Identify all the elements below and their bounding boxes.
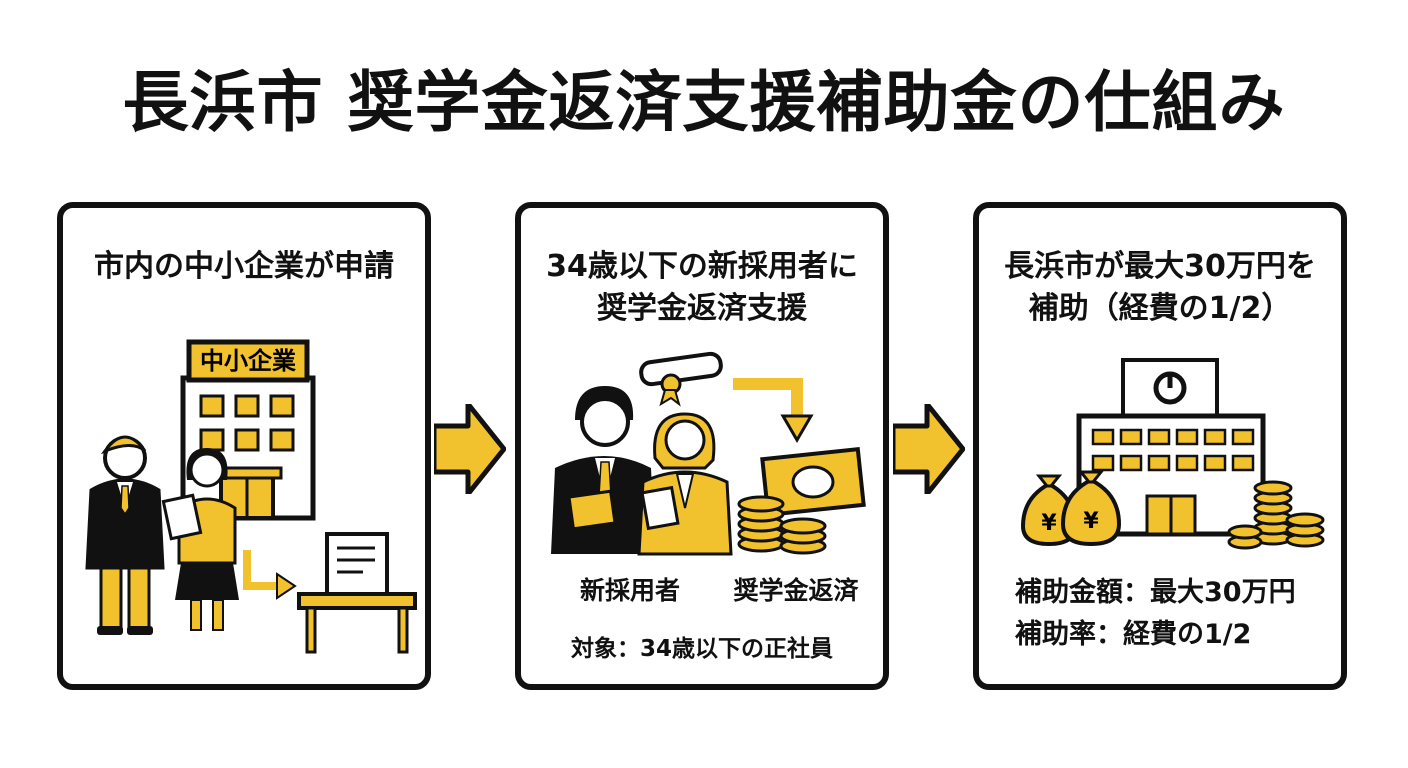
businesswoman-icon	[161, 448, 239, 631]
city-hall-icon	[1076, 358, 1266, 537]
heading-line: 奨学金返済支援	[597, 291, 807, 326]
application-form-icon	[325, 532, 389, 596]
new-hire-woman-icon	[637, 412, 733, 556]
banknote-icon	[760, 446, 866, 518]
building-sign: 中小企業	[200, 347, 296, 375]
heading-line: 補助（経費の1/2）	[1028, 291, 1292, 326]
svg-text:¥: ¥	[1083, 509, 1099, 534]
arrow-right-icon	[893, 404, 965, 494]
subsidy-rate-line: 補助率：経費の1/2	[1015, 619, 1252, 650]
step-heading: 市内の中小企業が申請	[63, 246, 425, 288]
svg-text:¥: ¥	[1041, 511, 1057, 536]
heading-line: 長浜市が最大30万円を	[1004, 249, 1316, 284]
step-panel-apply: 市内の中小企業が申請 中小企業	[57, 202, 431, 690]
coin-stack-icon	[737, 495, 827, 555]
heading-line: 34歳以下の新採用者に	[546, 249, 858, 284]
yen-money-bag-icon: ¥	[1060, 470, 1122, 547]
subsidy-illustration: ¥ ¥	[1020, 358, 1325, 550]
company-building-icon: 中小企業	[180, 339, 316, 521]
page-title: 長浜市 奨学金返済支援補助金の仕組み	[122, 64, 1286, 141]
desk-icon	[297, 592, 417, 654]
arrow-right-icon	[434, 404, 506, 494]
diploma-icon	[639, 351, 723, 407]
apply-illustration: 中小企業	[85, 339, 417, 654]
target-note: 対象：34歳以下の正社員	[570, 636, 833, 662]
heading-line: 市内の中小企業が申請	[94, 249, 394, 284]
repayment-label: 奨学金返済	[733, 576, 859, 605]
step-heading: 34歳以下の新採用者に 奨学金返済支援	[521, 246, 883, 330]
support-illustration	[551, 351, 866, 556]
businessman-icon	[85, 435, 165, 635]
step-panel-support: 34歳以下の新採用者に 奨学金返済支援	[515, 202, 889, 690]
new-hire-label: 新採用者	[579, 576, 680, 605]
coin-stack-icon	[1227, 480, 1325, 550]
step-panel-subsidy: 長浜市が最大30万円を 補助（経費の1/2） ¥	[973, 202, 1347, 690]
step-heading: 長浜市が最大30万円を 補助（経費の1/2）	[979, 246, 1341, 330]
new-hire-man-icon	[551, 386, 655, 554]
subsidy-amount-line: 補助金額：最大30万円	[1015, 577, 1296, 608]
